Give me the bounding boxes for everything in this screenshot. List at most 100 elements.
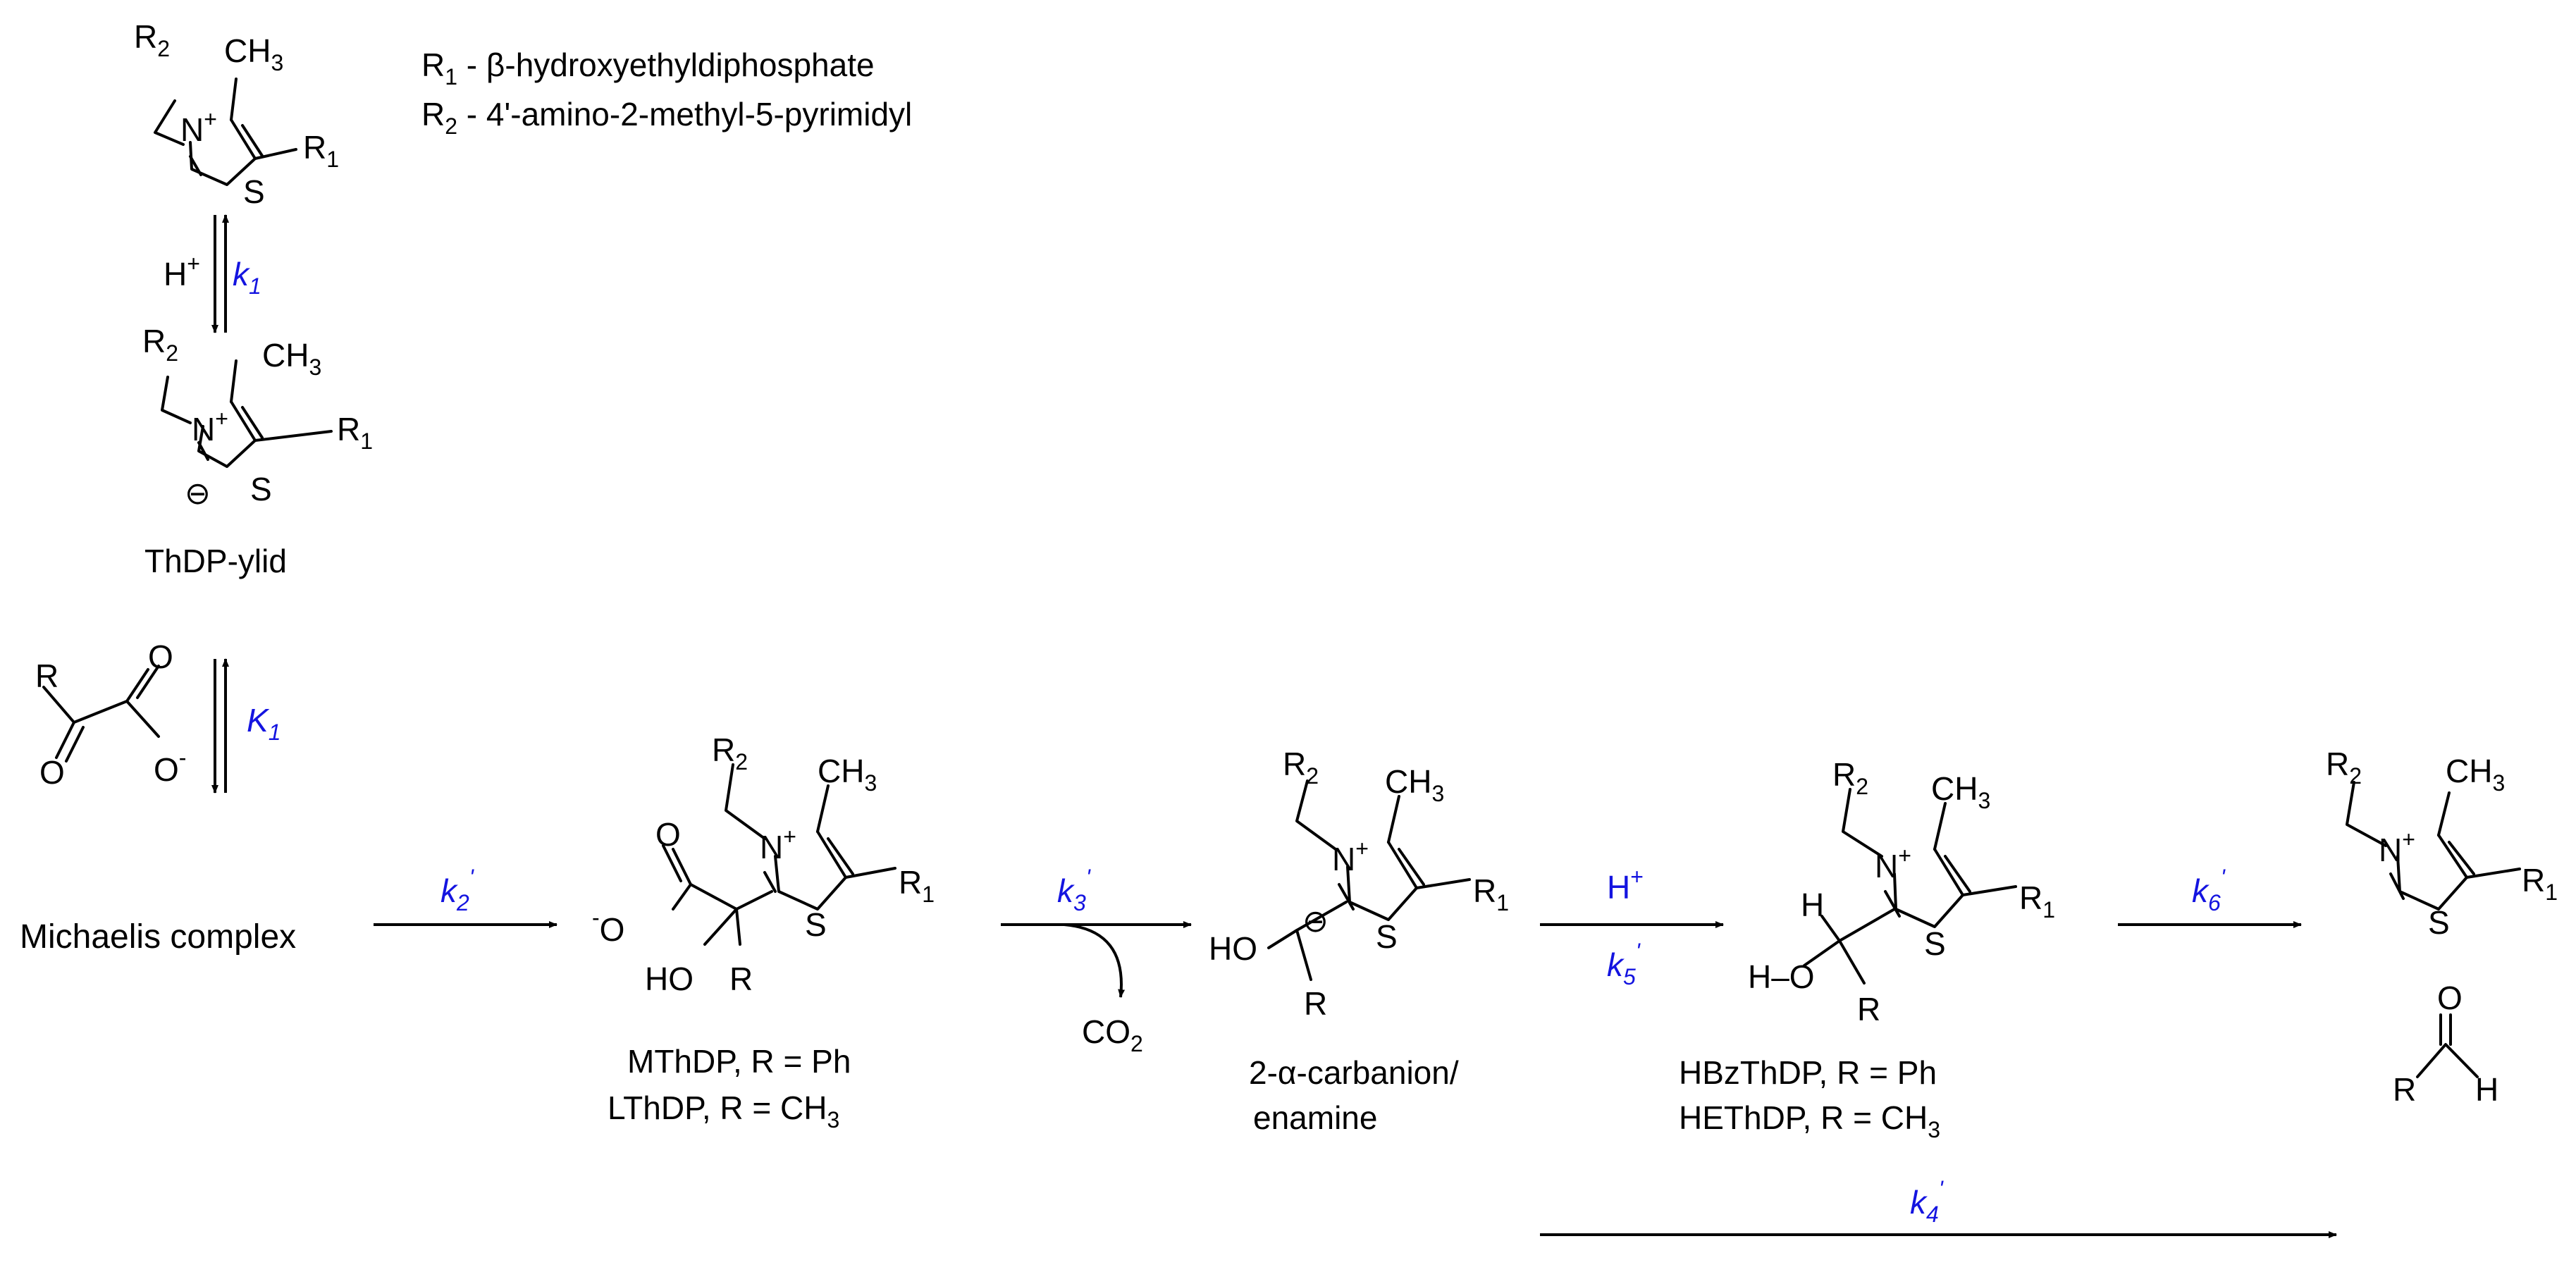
lthdp-carboxyl-co xyxy=(672,848,692,886)
acid-o-minus: O- xyxy=(154,745,186,788)
reaction-arrow-k4: k4' xyxy=(1540,1176,2337,1238)
prod-methyl-bond xyxy=(2437,791,2451,837)
lthdp-o: O xyxy=(655,816,681,853)
r1-label: R1 xyxy=(303,129,339,172)
hethdp-r1: R1 xyxy=(2019,880,2055,922)
K1-label: K1 xyxy=(247,702,281,745)
hethdp-r1-bond xyxy=(1961,885,2017,896)
enamine-nc-double xyxy=(1338,883,1355,911)
ylid-ch3-label: CH3 xyxy=(262,337,321,380)
mthdp-caption: MThDP, R = Ph xyxy=(627,1043,851,1080)
lthdp-ring xyxy=(774,830,847,911)
acid-o-top: O xyxy=(148,638,173,675)
hethdp-r2-bond xyxy=(1842,788,1883,858)
lthdp-caption: LThDP, R = CH3 xyxy=(608,1090,839,1133)
michaelis-complex-label: Michaelis complex xyxy=(20,918,296,956)
prod-nc-double xyxy=(2389,872,2405,900)
equilibrium-K1: K1 xyxy=(211,658,281,794)
n-atom: N+ xyxy=(180,106,217,148)
prod-r1-bond xyxy=(2465,868,2521,879)
ylid-structure: R2 CH3 N+ S R1 ⊖ ThDP-ylid xyxy=(142,323,373,579)
aldehyde-h: H xyxy=(2475,1071,2498,1108)
enamine-ch3: CH3 xyxy=(1385,763,1444,806)
reaction-arrow-k3: k3' CO2 xyxy=(1001,865,1192,1056)
lthdp-n: N+ xyxy=(760,824,796,865)
acid-co-bond xyxy=(125,668,149,703)
hplus-label: H+ xyxy=(164,251,200,292)
reaction-arrow-k5: H+ k5' xyxy=(1540,864,1724,989)
ylid-r1-bond xyxy=(254,430,333,442)
hethdp-cr-bond xyxy=(1838,939,1866,985)
hethdp-n: N+ xyxy=(1875,843,1911,884)
hethdp-methyl-bond xyxy=(1933,802,1947,851)
enamine-r: R xyxy=(1304,985,1327,1022)
lthdp-ring-double xyxy=(827,837,854,875)
enamine-ring-double xyxy=(1398,848,1425,886)
hethdp-structure: R2 CH3 N+ S R1 H H–O R HBzThDP, R = Ph H… xyxy=(1679,756,2055,1142)
hethdp-caption: HEThDP, R = CH3 xyxy=(1679,1099,1940,1142)
enamine-caption-1: 2-α-carbanion/ xyxy=(1249,1054,1459,1091)
k1-label: k1 xyxy=(233,256,261,299)
ylid-r1-label: R1 xyxy=(337,411,373,454)
lthdp-r2-bond xyxy=(725,763,766,840)
keto-co-double xyxy=(65,726,85,763)
aldehyde-o: O xyxy=(2437,980,2463,1016)
ylid-ring-double xyxy=(241,406,264,439)
thdp-structure: R2 CH3 N+ S R1 xyxy=(134,18,339,210)
hethdp-ring xyxy=(1893,848,1964,928)
enamine-r1-bond xyxy=(1415,878,1471,889)
hethdp-ch3: CH3 xyxy=(1931,770,1990,813)
lthdp-nc-double xyxy=(763,871,777,893)
lthdp-r2: R2 xyxy=(712,732,748,775)
keto-o: O xyxy=(39,754,65,791)
hethdp-r2: R2 xyxy=(1832,756,1868,799)
ylid-nc-double xyxy=(197,441,209,461)
r2-label: R2 xyxy=(134,18,170,61)
prod-s: S xyxy=(2428,904,2450,941)
keto-co-bond xyxy=(55,721,75,759)
hethdp-h: H xyxy=(1801,887,1824,923)
keto-acid-chain xyxy=(42,686,160,738)
lthdp-ch3: CH3 xyxy=(818,753,877,796)
lthdp-r1: R1 xyxy=(899,864,935,907)
enamine-methyl-bond xyxy=(1387,795,1400,844)
prod-ring-double xyxy=(2448,841,2475,875)
co2-release-arrow xyxy=(1064,923,1126,998)
legend-r2: R2 - 4'-amino-2-methyl-5-pyrimidyl xyxy=(421,96,912,139)
legend-r1: R1 - β-hydroxyethyldiphosphate xyxy=(421,47,875,90)
ch3-label: CH3 xyxy=(224,32,283,75)
enamine-r1: R1 xyxy=(1473,872,1509,915)
enamine-carbanion-charge: ⊖ xyxy=(1302,904,1329,939)
lthdp-r1-bond xyxy=(844,867,896,879)
k2-label: k2' xyxy=(440,865,475,915)
aldehyde-structure: O R H xyxy=(2393,980,2498,1108)
hethdp-ring-double xyxy=(1944,855,1971,893)
lthdp-backbone xyxy=(672,883,773,911)
enamine-n: N+ xyxy=(1332,836,1369,877)
prod-ring xyxy=(2396,834,2468,911)
prod-r1: R1 xyxy=(2522,862,2558,905)
aldehyde-r: R xyxy=(2393,1071,2416,1108)
enamine-r2-bond xyxy=(1295,779,1337,851)
hbzthdp-caption: HBzThDP, R = Ph xyxy=(1679,1054,1937,1091)
k6-label: k6' xyxy=(2192,865,2226,915)
keto-r-label: R xyxy=(35,658,58,694)
prod-ch3: CH3 xyxy=(2446,753,2505,796)
k3-label: k3' xyxy=(1057,865,1092,915)
product-thdp-structure: R2 CH3 N+ S R1 xyxy=(2326,746,2558,941)
ylid-n-atom: N+ xyxy=(192,406,228,448)
co2-label: CO2 xyxy=(1082,1013,1143,1056)
k4-label: k4' xyxy=(1910,1176,1945,1227)
lthdp-cr-bond xyxy=(735,908,741,946)
prod-r2-bond xyxy=(2346,781,2387,847)
substituent-legend: R1 - β-hydroxyethyldiphosphate R2 - 4'-a… xyxy=(421,47,912,139)
enamine-ho: HO xyxy=(1209,930,1257,967)
enamine-ring xyxy=(1346,841,1418,921)
k5-hplus: H+ xyxy=(1607,864,1644,906)
aldehyde-chain xyxy=(2416,1043,2479,1078)
lthdp-s: S xyxy=(805,906,827,943)
hethdp-s: S xyxy=(1924,925,1946,962)
ylid-carbanion-charge: ⊖ xyxy=(185,476,211,511)
reaction-arrow-k2: k2' xyxy=(374,865,557,928)
